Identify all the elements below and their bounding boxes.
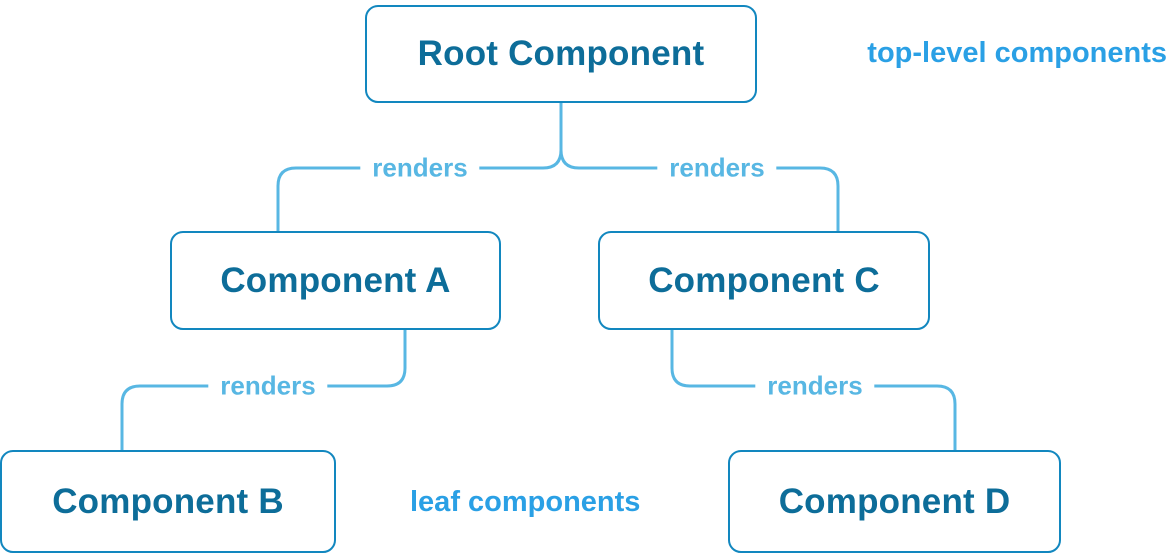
node-component-b-label: Component B	[52, 481, 284, 521]
edge-label-root-to-a: renders	[360, 152, 480, 184]
node-root-component: Root Component	[365, 5, 757, 103]
edge-label-a-to-b: renders	[208, 370, 328, 402]
node-component-a: Component A	[170, 231, 501, 330]
node-component-b: Component B	[0, 450, 336, 553]
node-component-c-label: Component C	[648, 260, 880, 300]
edge-label-c-to-d: renders	[755, 370, 875, 402]
node-component-a-label: Component A	[220, 260, 451, 300]
annotation-leaf-components: leaf components	[410, 486, 641, 518]
node-component-c: Component C	[598, 231, 930, 330]
node-component-d: Component D	[728, 450, 1061, 553]
node-component-d-label: Component D	[778, 481, 1011, 521]
annotation-top-level-components: top-level components	[867, 37, 1167, 69]
node-root-component-label: Root Component	[417, 34, 705, 73]
edge-label-root-to-c: renders	[657, 152, 777, 184]
